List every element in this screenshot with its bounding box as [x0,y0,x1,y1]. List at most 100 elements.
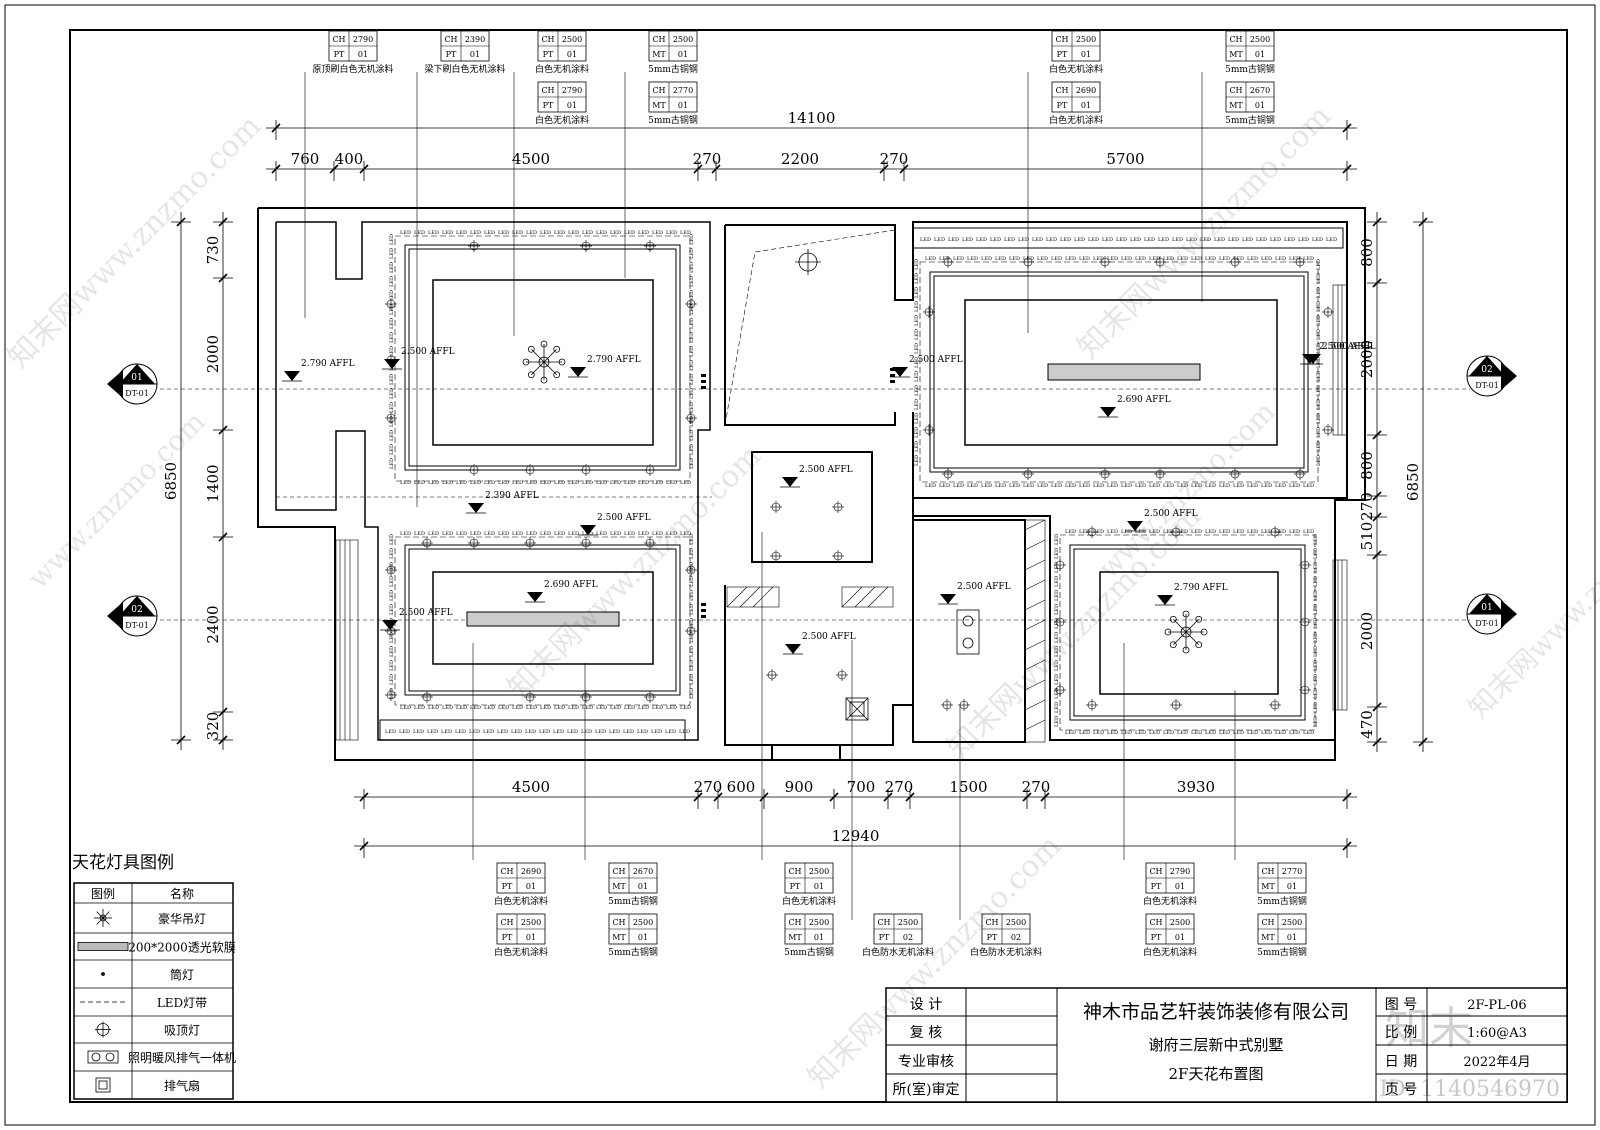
tag-desc: 白色防水无机涂料 [862,946,934,958]
led-label: LED [624,531,635,537]
tag-ch-label: CH [444,35,457,44]
led-label: LED [1177,483,1188,489]
led-label: LED [689,430,695,441]
led-label: LED [1326,237,1337,243]
led-label: LED [610,230,621,236]
tag-ch-label: CH [500,867,513,876]
led-label: LED [1093,730,1104,736]
tag-type: PT [502,882,513,891]
legend-item-name: 200*2000透光软膜 [128,941,235,955]
tag-ch-label: CH [1055,86,1068,95]
led-label: LED [1054,618,1060,629]
led-label: LED [484,705,495,711]
led-label: LED [624,230,635,236]
elevation-triangle [570,367,586,377]
legend-title: 天花灯具图例 [72,853,174,873]
led-label: LED [652,230,663,236]
tag-code: 01 [1255,50,1265,59]
dim-text: 270 [1358,492,1376,521]
led-label: LED [920,237,931,243]
elevation-text: 2.390 AFFL [485,491,539,501]
led-label: LED [400,531,411,537]
led-label: LED [610,480,621,486]
led-label: LED [442,480,453,486]
led-label: LED [1191,256,1202,262]
tag-height: 2500 [1006,918,1026,927]
elevation-triangle [785,644,801,654]
tag-type: MT [1261,933,1275,942]
led-label: LED [385,729,396,735]
company-name: 神木市品艺轩装饰装修有限公司 [1083,1001,1349,1023]
led-label: LED [1054,562,1060,573]
legend-item-name: 筒灯 [170,967,194,982]
dim-text: 270 [1022,778,1051,796]
led-label: LED [498,230,509,236]
tag-code: 02 [1011,933,1021,942]
tag-desc: 5mm古铜钢 [608,895,658,907]
led-label: LED [1289,483,1300,489]
led-label: LED [596,531,607,537]
led-label: LED [1088,237,1099,243]
led-label: LED [484,230,495,236]
led-label: LED [1046,237,1057,243]
tag-desc: 5mm古铜钢 [1257,895,1307,907]
led-label: LED [1074,237,1085,243]
elevation-text: 2.500 AFFL [399,608,453,618]
led-label: LED [914,259,920,270]
led-label: LED [1316,315,1322,326]
elevation-text: 2.500 AFFL [957,582,1011,592]
led-label: LED [652,480,663,486]
led-label: LED [1233,730,1244,736]
elevation-text: 2.790 AFFL [1174,583,1228,593]
legend: 天花灯具图例图例名称豪华吊灯200*2000透光软膜筒灯LED灯带吸顶灯照明暖风… [72,853,236,1100]
led-label: LED [689,276,695,287]
chandeliers [522,340,1208,654]
led-label: LED [1107,730,1118,736]
elevation-text: 2.500 AFFL [401,347,455,357]
tag-desc: 白色无机涂料 [535,63,589,75]
tag-type: PT [790,882,801,891]
tag-code: 01 [1255,101,1265,110]
elevation-text: 2.500 AFFL [1322,342,1376,352]
led-label: LED [689,318,695,329]
led-label: LED [1233,483,1244,489]
led-label: LED [456,705,467,711]
led-label: LED [689,248,695,259]
led-label: LED [554,705,565,711]
led-label: LED [512,230,523,236]
led-label: LED [914,329,920,340]
led-label: LED [470,531,481,537]
led-label: LED [582,480,593,486]
led-label: LED [1214,237,1225,243]
led-label: LED [526,705,537,711]
tag-type: PT [543,101,554,110]
led-label: LED [689,402,695,413]
led-label: LED [624,480,635,486]
elevation-triangle [527,592,543,602]
led-label: LED [1313,688,1319,699]
led-label: LED [995,483,1006,489]
led-label: LED [1163,483,1174,489]
diagonal-slope-line [724,229,896,426]
dim-text: 270 [885,778,914,796]
chandelier-bulb [527,345,535,353]
led-label: LED [512,531,523,537]
led-label: LED [1247,256,1258,262]
led-label: LED [1079,256,1090,262]
led-label: LED [1054,576,1060,587]
ceiling-outlines [379,227,1344,741]
led-label: LED [428,480,439,486]
tag-desc: 白色无机涂料 [782,895,836,907]
led-label: LED [428,705,439,711]
dim-text: 2200 [781,150,819,168]
led-label: LED [1261,529,1272,535]
led-label: LED [914,371,920,382]
led-label: LED [525,729,536,735]
led-label: LED [689,660,695,671]
tag-ch-label: CH [985,918,998,927]
